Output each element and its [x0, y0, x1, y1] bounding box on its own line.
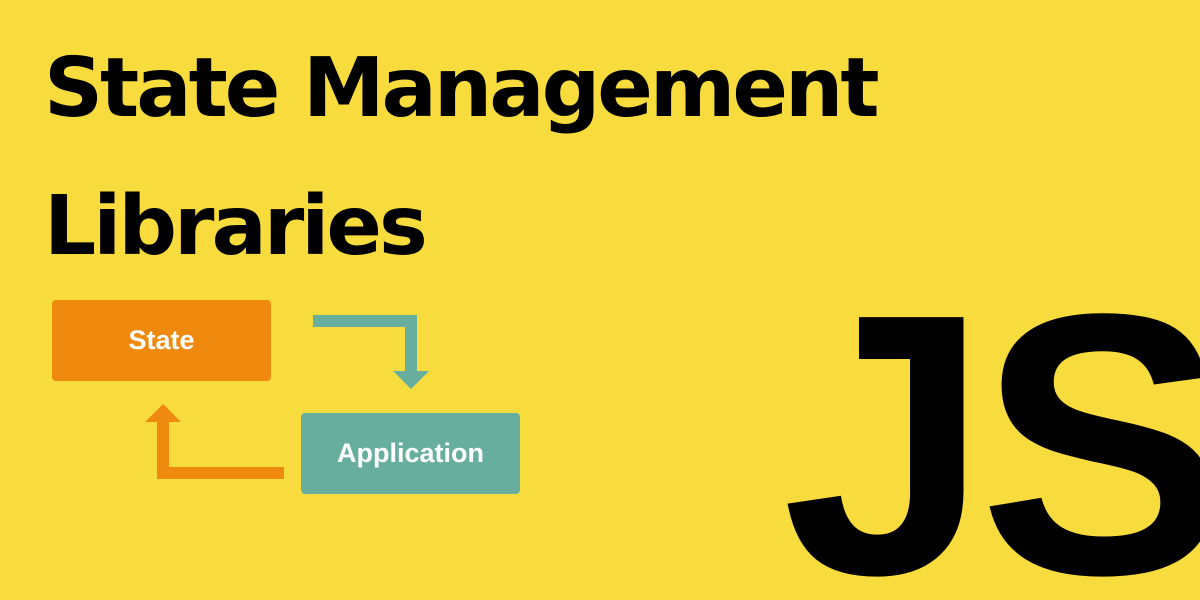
arrow-application-to-state [145, 404, 284, 479]
js-logo: JS [782, 236, 1200, 600]
arrow-state-to-application [313, 315, 429, 389]
title-line-1: State Management [44, 41, 880, 136]
state-node: State [52, 300, 271, 381]
state-node-label: State [128, 325, 195, 355]
title-line-2: Libraries [44, 179, 428, 274]
application-node: Application [301, 413, 520, 494]
application-node-label: Application [337, 438, 484, 468]
